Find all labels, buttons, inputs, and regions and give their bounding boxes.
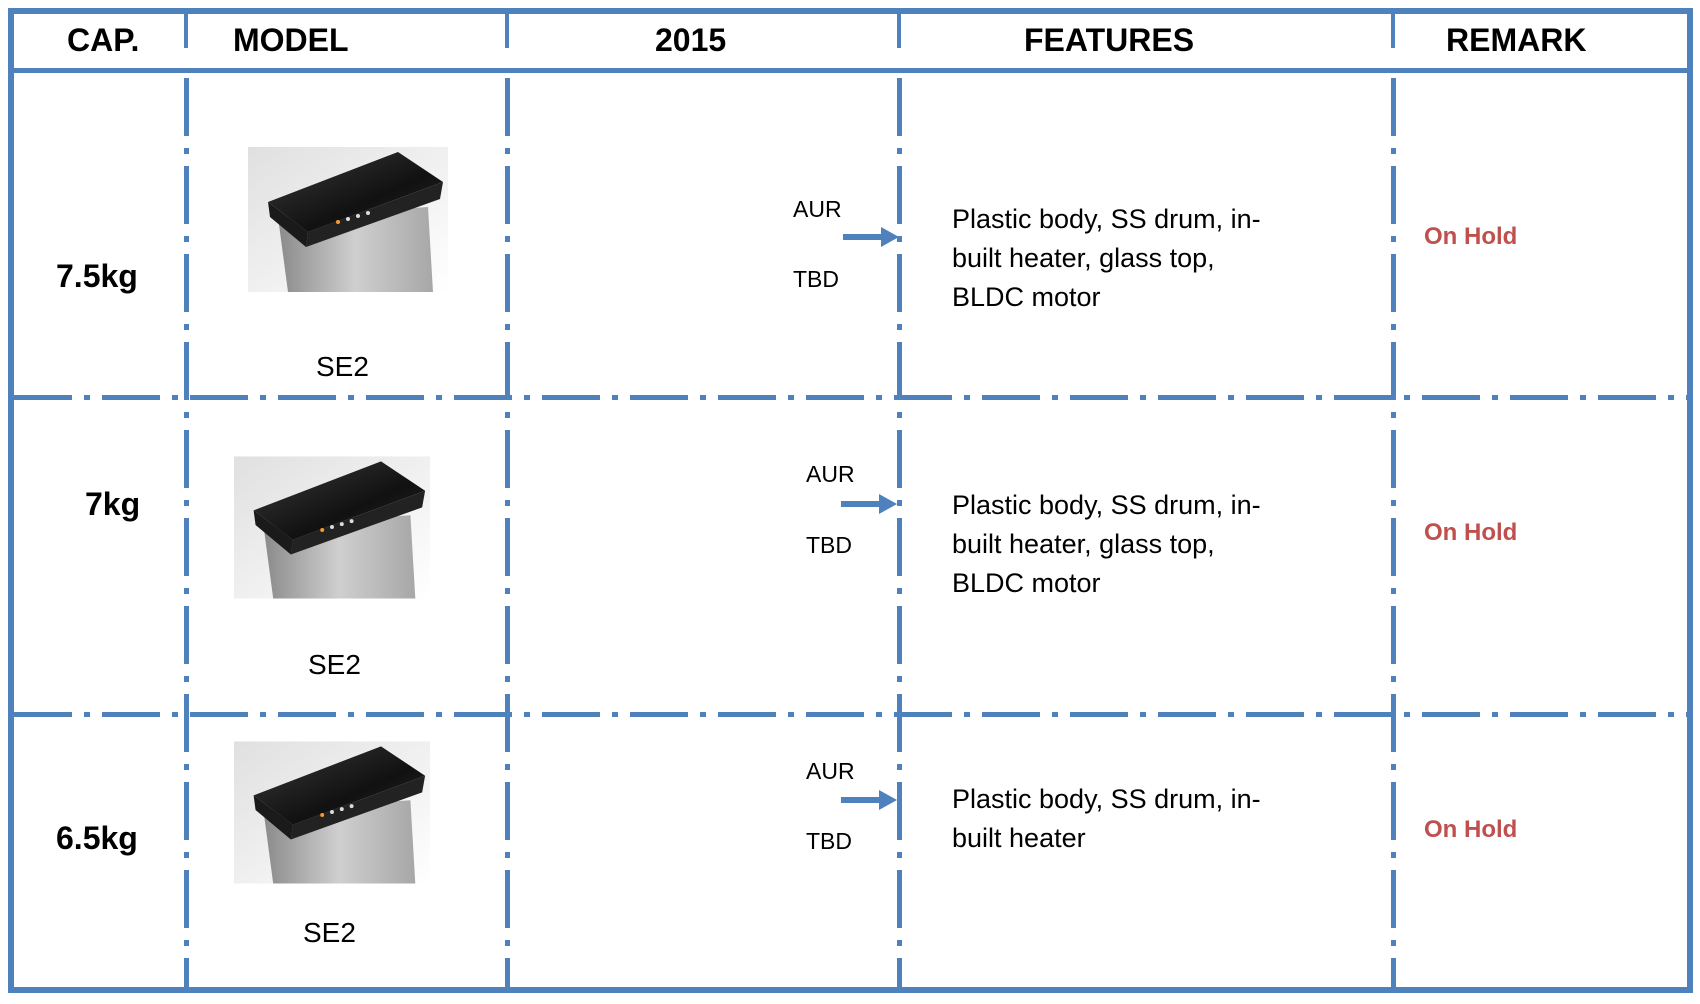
header-separator bbox=[505, 8, 509, 48]
row-tag-aur: AUR bbox=[806, 461, 855, 487]
header-remark: REMARK bbox=[1446, 22, 1587, 58]
row-features: Plastic body, SS drum, in- built heater,… bbox=[952, 204, 1261, 312]
washing-machine-image bbox=[234, 741, 430, 884]
column-divider bbox=[1391, 78, 1396, 993]
header-features: FEATURES bbox=[1024, 22, 1195, 58]
header-divider bbox=[8, 68, 1693, 73]
row-features: Plastic body, SS drum, in- built heater,… bbox=[952, 490, 1261, 598]
table-frame bbox=[8, 8, 1693, 993]
row-tag-aur: AUR bbox=[806, 758, 855, 784]
right-arrow-icon bbox=[841, 790, 897, 810]
header-separator bbox=[897, 8, 901, 48]
right-arrow-icon bbox=[843, 227, 899, 247]
row-model: SE2 bbox=[303, 917, 356, 948]
row-capacity: 7kg bbox=[85, 486, 141, 522]
row-capacity: 7.5kg bbox=[56, 258, 138, 294]
row-tag-tbd: TBD bbox=[793, 266, 839, 292]
header-capacity: CAP. bbox=[67, 22, 140, 58]
row-divider bbox=[14, 395, 1687, 400]
column-divider bbox=[184, 78, 189, 993]
row-model: SE2 bbox=[308, 649, 361, 680]
washing-machine-image bbox=[248, 147, 448, 292]
header-separator bbox=[1391, 8, 1395, 48]
row-features: Plastic body, SS drum, in- built heater bbox=[952, 784, 1261, 853]
status-badge: On Hold bbox=[1424, 223, 1518, 250]
row-model: SE2 bbox=[316, 351, 369, 382]
header-separator bbox=[184, 8, 188, 48]
status-badge: On Hold bbox=[1424, 816, 1518, 843]
column-divider bbox=[897, 78, 902, 993]
row-tag-tbd: TBD bbox=[806, 532, 852, 558]
status-badge: On Hold bbox=[1424, 519, 1518, 546]
row-tag-tbd: TBD bbox=[806, 828, 852, 854]
row-divider bbox=[14, 712, 1687, 717]
row-capacity: 6.5kg bbox=[56, 820, 138, 856]
header-model: MODEL bbox=[233, 22, 349, 58]
column-divider bbox=[505, 78, 510, 993]
washing-machine-image bbox=[234, 456, 430, 599]
row-tag-aur: AUR bbox=[793, 196, 842, 222]
right-arrow-icon bbox=[841, 494, 897, 514]
header-year: 2015 bbox=[655, 22, 727, 58]
